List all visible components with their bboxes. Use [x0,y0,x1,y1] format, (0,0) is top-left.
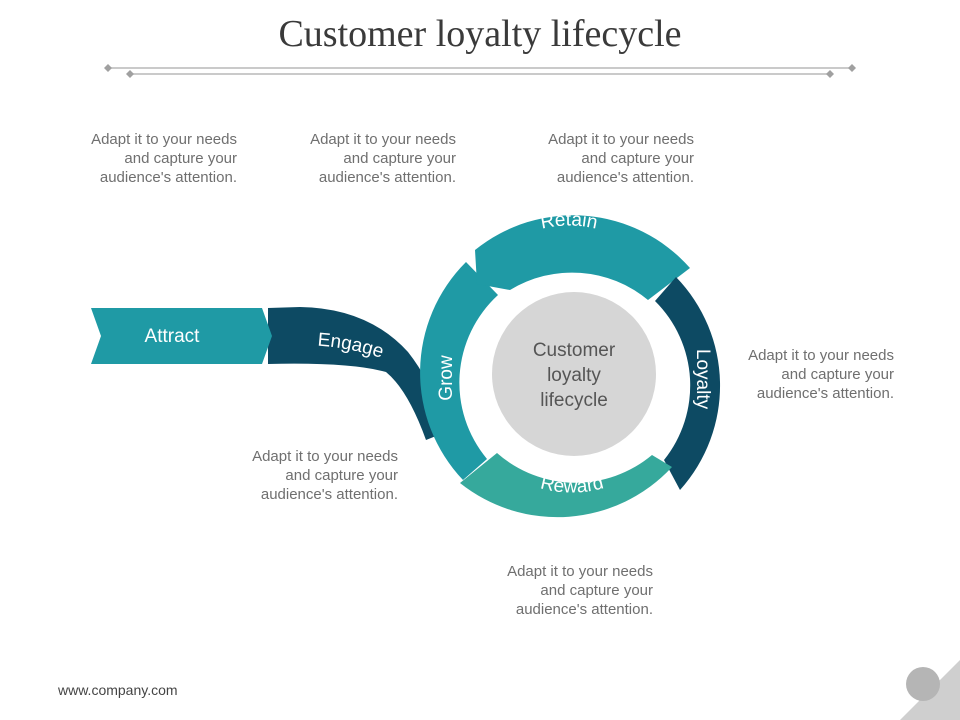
center-label-line3: lifecycle [540,390,608,411]
loyalty-segment [655,277,721,490]
corner-decoration [900,660,960,720]
reward-label-text: Reward [538,472,605,497]
attract-segment [91,308,272,364]
retain-segment [475,215,690,300]
center-label-line2: loyalty [547,365,601,386]
note-grow: Adapt it to your needs and capture your … [310,131,456,186]
grow-label: Grow [436,355,457,401]
footer-url: www.company.com [58,682,178,698]
note-attract: Adapt it to your needs and capture your … [91,131,237,186]
page-title: Customer loyalty lifecycle [278,13,682,55]
attract-label: Attract [145,326,201,347]
retain-label-text: Retain [539,209,599,233]
note-engage: Adapt it to your needs and capture your … [252,448,398,503]
note-reward: Adapt it to your needs and capture your … [507,563,653,618]
loyalty-label: Loyalty [692,349,713,410]
engage-segment [268,307,446,440]
center-label-line1: Customer [533,340,616,361]
note-loyalty: Adapt it to your needs and capture your … [748,347,894,402]
title-divider [104,64,856,78]
note-retain: Adapt it to your needs and capture your … [548,131,694,186]
reward-label: Reward [538,472,605,497]
retain-label: Retain [539,209,599,233]
grow-segment [420,262,498,480]
reward-segment [460,453,672,518]
center-hub [492,292,656,456]
